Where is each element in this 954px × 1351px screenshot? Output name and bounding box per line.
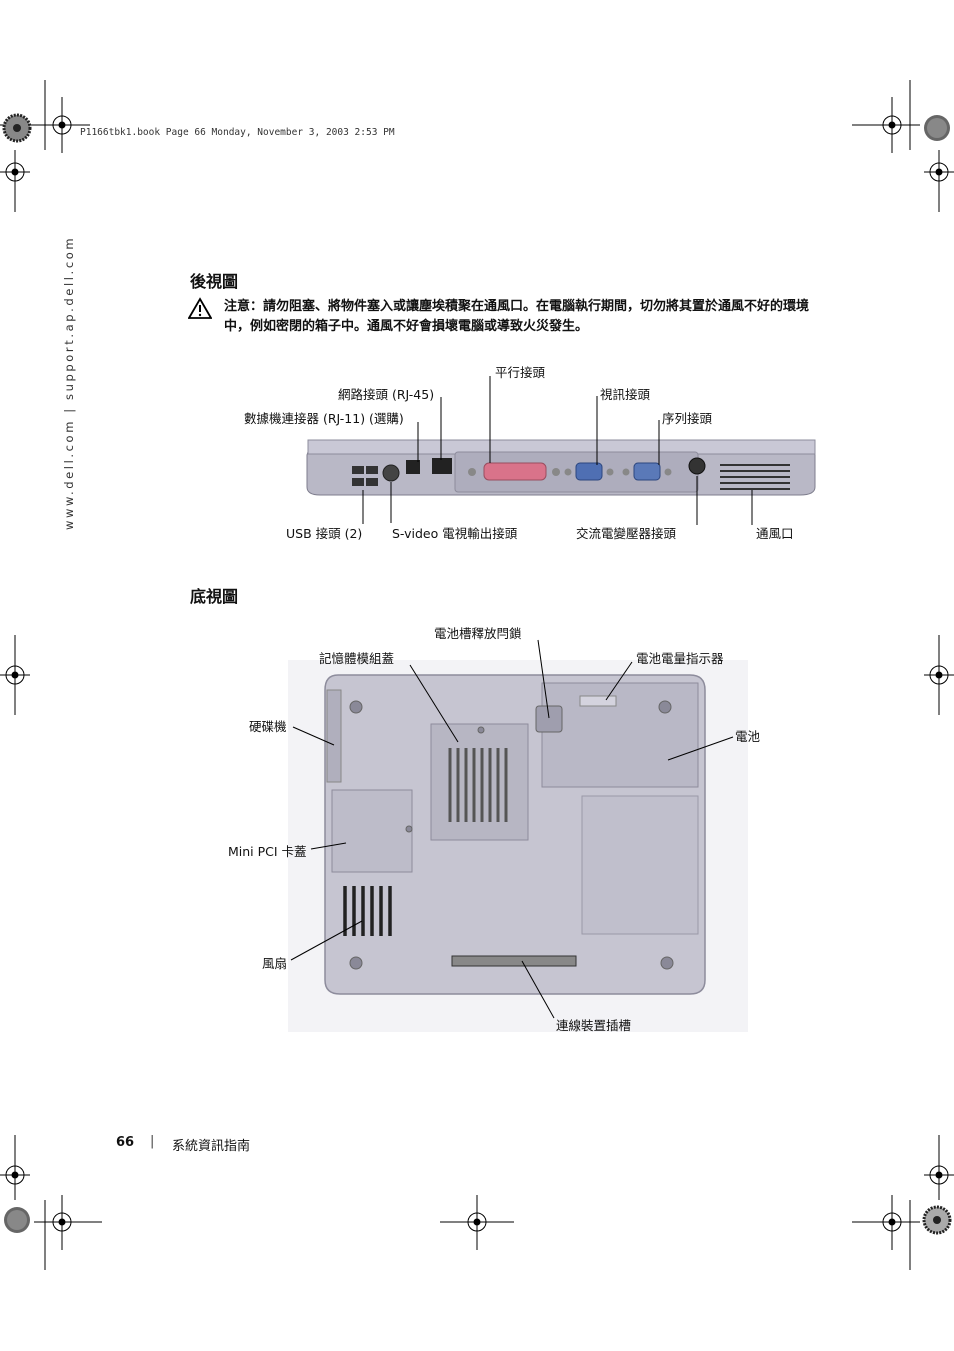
label-ac: 交流電變壓器接頭 [576, 526, 677, 541]
label-modem: 數據機連接器 (RJ-11) (選購) [244, 411, 404, 426]
page-number: 66 [116, 1135, 135, 1150]
svideo-port [382, 464, 400, 482]
label-usb: USB 接頭 (2) [286, 526, 363, 541]
label-parallel: 平行接頭 [495, 365, 546, 380]
caution-body: 請勿阻塞、將物件塞入或讓塵埃積聚在通風口。在電腦執行期間，切勿將其置於通風不好的… [224, 299, 810, 334]
network-port [432, 458, 452, 474]
rear-vent [720, 464, 790, 490]
label-hard-drive: 硬碟機 [249, 719, 287, 734]
serial-port [633, 462, 661, 481]
battery [541, 682, 699, 788]
vga-port [575, 462, 603, 481]
label-battery: 電池 [735, 729, 761, 744]
label-memory-cover: 記憶體模組蓋 [319, 651, 395, 666]
label-battery-gauge: 電池電量指示器 [636, 651, 724, 666]
caution-text: 注意：請勿阻塞、將物件塞入或讓塵埃積聚在通風口。在電腦執行期間，切勿將其置於通風… [224, 297, 834, 337]
ac-port [688, 457, 706, 475]
label-network: 網路接頭 (RJ-45) [338, 387, 435, 402]
label-vent: 通風口 [756, 526, 794, 541]
label-fan: 風扇 [262, 956, 288, 971]
label-battery-latch: 電池槽釋放閂鎖 [434, 626, 522, 641]
label-serial: 序列接頭 [662, 411, 713, 426]
label-video: 視訊接頭 [600, 387, 651, 402]
footer-title: 系統資訊指南 [172, 1139, 251, 1154]
footer-separator: | [150, 1134, 155, 1149]
rear-view-title: 後視圖 [190, 272, 239, 291]
modem-port [406, 460, 420, 474]
battery-gauge [579, 695, 617, 707]
label-svideo: S-video 電視輸出接頭 [392, 526, 518, 541]
mini-pci-cover [331, 789, 413, 873]
caution-icon [188, 297, 212, 319]
battery-latch [535, 705, 563, 733]
hard-drive [326, 689, 342, 783]
label-docking: 連線裝置插槽 [556, 1018, 632, 1033]
fan-vent [343, 886, 392, 936]
bottom-view-title: 底視圖 [190, 587, 239, 606]
docking-slot [451, 955, 577, 967]
usb-ports [352, 466, 378, 486]
memory-cover [430, 723, 529, 841]
parallel-port [483, 462, 547, 481]
file-info-header: P1166tbk1.book Page 66 Monday, November … [80, 127, 395, 138]
label-mini-pci: Mini PCI 卡蓋 [228, 844, 307, 859]
caution-label: 注意： [224, 299, 264, 314]
